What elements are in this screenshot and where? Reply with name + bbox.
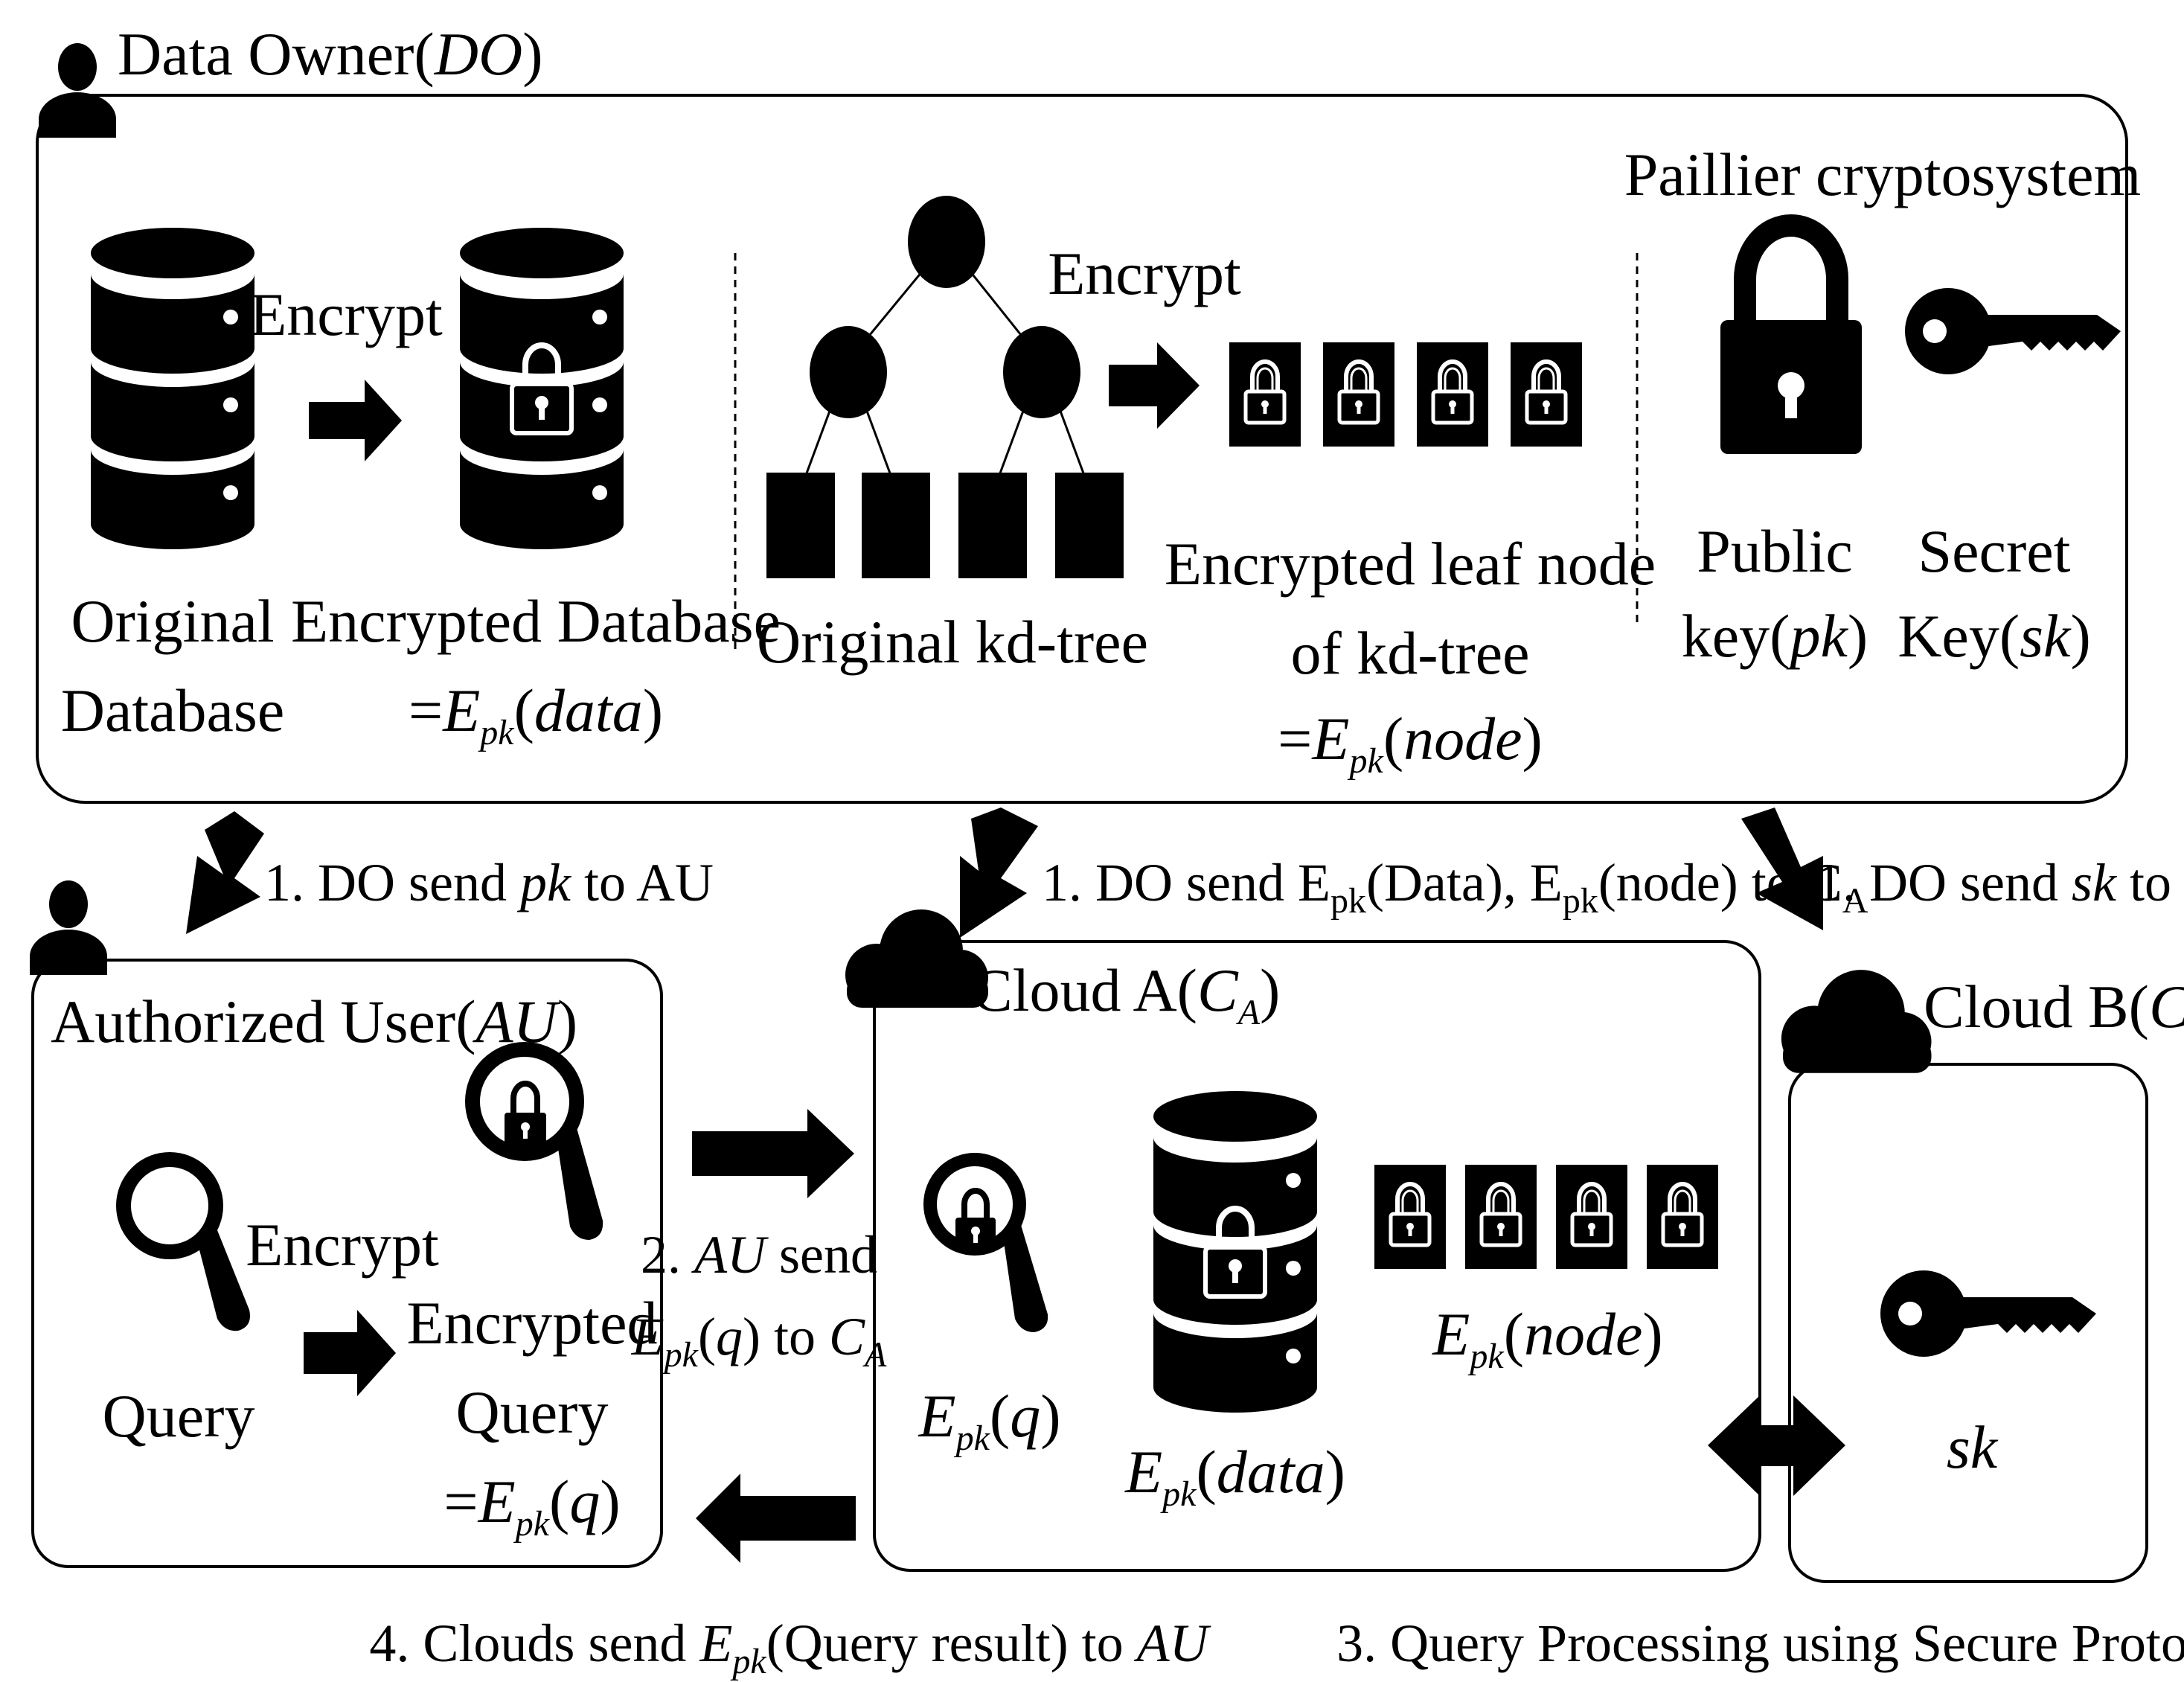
step3-double-arrow-icon (1708, 1395, 1845, 1496)
step1-au-label: 1. DO send pk to AU (264, 853, 714, 912)
encrypted-query-icon (465, 1042, 603, 1240)
cloud-a-encrypted-query-icon (923, 1153, 1048, 1332)
cloud-a-encrypted-db-icon (1153, 1091, 1317, 1413)
step1-cb-arrow-icon (1741, 808, 1823, 930)
cloud-a-encrypted-leaf-icon (1374, 1165, 1718, 1269)
encrypted-database-formula: =Epk(data) (409, 677, 663, 752)
secret-key-label-1: Secret (1918, 517, 2071, 585)
data-owner-person-icon (39, 43, 116, 138)
data-owner-title: Data Owner(DO) (118, 20, 543, 88)
encrypted-database-label: Encrypted Database (291, 587, 781, 655)
secret-key-icon (1905, 288, 2121, 374)
step3-label: 3. Query Processing using Secure Protoco… (1336, 1614, 2184, 1673)
cloud-b-icon (1781, 970, 1932, 1073)
step2-arrow-icon (692, 1109, 854, 1198)
paillier-title: Paillier cryptosystem (1624, 141, 2142, 208)
encrypted-leaf-label-1: Encrypted leaf node (1165, 530, 1656, 598)
public-key-lock-icon (1720, 214, 1862, 454)
encrypted-leaf-label-2: of kd-tree (1291, 619, 1530, 687)
original-kdtree-label: Original kd-tree (757, 608, 1148, 676)
authorized-user-box (31, 959, 663, 1568)
encrypt-kdtree-label: Encrypt (1048, 240, 1241, 307)
query-label: Query (103, 1382, 255, 1450)
cloud-a-epk-node: Epk(node) (1432, 1300, 1662, 1376)
step2-label-2: Epk(q) to CA (631, 1307, 887, 1375)
encrypt-kdtree-arrow-icon (1109, 342, 1200, 429)
step1-au-arrow-icon (186, 811, 264, 934)
step1-ca-label: 1. DO send Epk(Data), Epk(node) to CA (1042, 853, 1868, 921)
step1-cb-label: 1. DO send sk to CB (1816, 853, 2184, 921)
cloud-a-title: Cloud A(CA) (972, 956, 1280, 1032)
encrypted-leaf-nodes-icon (1229, 342, 1582, 447)
step2-label-1: 2. AU send (641, 1225, 877, 1285)
cloud-b-secret-key-icon (1880, 1270, 2096, 1357)
encrypted-query-formula: =Epk(q) (443, 1468, 620, 1544)
cloud-a-epk-data: Epk(data) (1124, 1438, 1345, 1514)
cloud-b-box (1788, 1063, 2148, 1583)
step4-label: 4. Clouds send Epk(Query result) to AU (369, 1614, 1211, 1681)
encrypt-db-label: Encrypt (249, 281, 443, 348)
query-search-icon (116, 1152, 250, 1331)
cloud-b-sk-label: sk (1947, 1413, 1999, 1481)
au-encrypt-arrow-icon (304, 1310, 396, 1396)
au-encrypt-label: Encrypt (246, 1211, 439, 1279)
public-key-label-1: Public (1697, 517, 1853, 585)
cloud-a-box (873, 940, 1761, 1572)
encrypted-leaf-formula: =Epk(node) (1278, 705, 1543, 781)
encrypted-query-label-1: Encrypted (407, 1289, 658, 1357)
original-database-icon (91, 228, 254, 549)
cloud-b-title: Cloud B(CB) (1924, 973, 2184, 1049)
secret-key-label-2: Key(sk) (1898, 602, 2091, 670)
cloud-a-epk-q: Epk(q) (918, 1382, 1060, 1458)
encrypt-db-arrow-icon (309, 380, 402, 461)
encrypted-query-label-2: Query (456, 1378, 609, 1446)
original-database-label-1: Original (71, 587, 274, 655)
step1-ca-arrow-icon (960, 808, 1038, 938)
original-database-label-2: Database (61, 677, 285, 744)
encrypted-database-icon (460, 228, 624, 549)
kd-tree-icon (766, 196, 1124, 578)
step4-arrow-icon (696, 1474, 856, 1563)
authorized-user-title: Authorized User(AU) (51, 988, 577, 1055)
data-owner-box (36, 94, 2128, 804)
public-key-label-2: key(pk) (1682, 602, 1868, 670)
